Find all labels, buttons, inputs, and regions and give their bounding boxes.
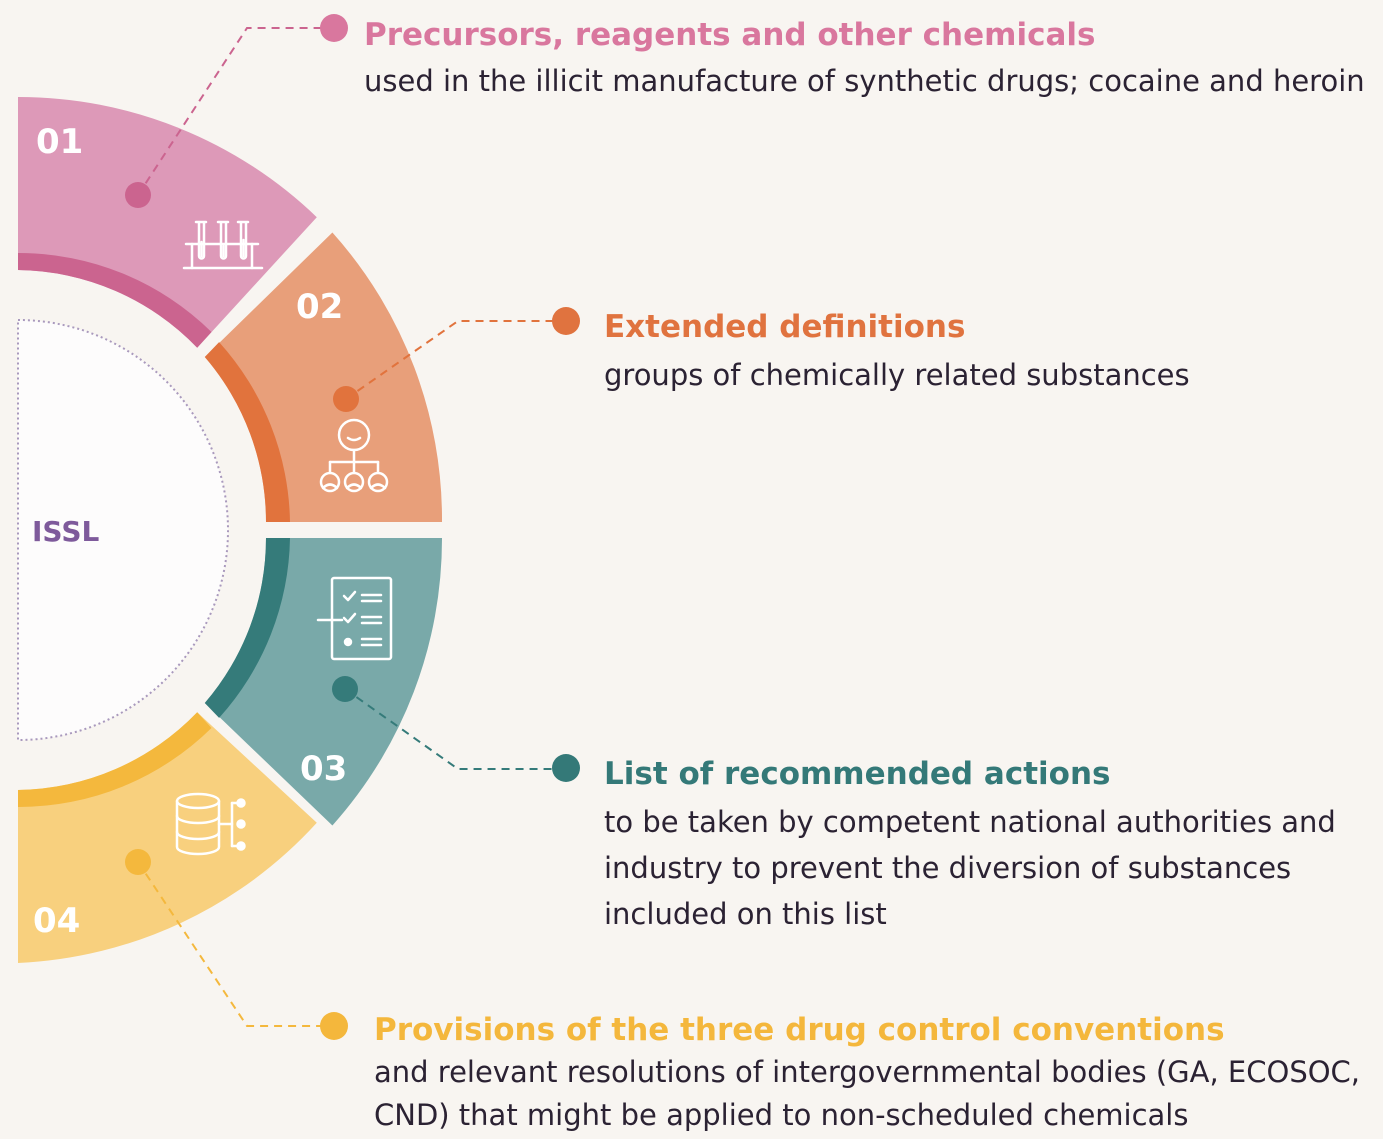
segment-01-number: 01 <box>36 122 83 162</box>
callout-02-description: groups of chemically related substances <box>604 358 1190 392</box>
segment-04-inner-band <box>18 712 212 808</box>
callout-04-description: and relevant resolutions of intergovernm… <box>374 1055 1361 1132</box>
callout-02-title: Extended definitions <box>604 309 966 345</box>
callout-01: Precursors, reagents and other chemicals… <box>364 16 1374 104</box>
connector-03 <box>344 688 566 770</box>
callout-04: Provisions of the three drug control con… <box>374 1011 1379 1137</box>
center-label: ISSL <box>32 515 99 548</box>
segment-03-inner-band <box>204 538 290 718</box>
segment-04-dot <box>125 849 151 875</box>
test-tubes-icon <box>182 220 264 270</box>
connector-01 <box>137 27 334 196</box>
connector-02 <box>345 320 566 400</box>
callout-01-dot <box>320 14 348 42</box>
callout-03-dot <box>552 754 580 782</box>
hierarchy-icon <box>319 418 389 493</box>
checklist-icon <box>316 576 393 661</box>
callout-02: Extended definitions groups of chemicall… <box>604 308 1304 398</box>
callout-01-title: Precursors, reagents and other chemicals <box>364 17 1096 53</box>
center-circle <box>17 318 229 742</box>
segment-01-inner-band <box>18 252 212 348</box>
segment-03-number: 03 <box>300 749 347 789</box>
segment-02-dot <box>333 386 359 412</box>
callout-04-dot <box>320 1012 348 1040</box>
segment-04-number: 04 <box>33 901 80 941</box>
segment-01-dot <box>125 182 151 208</box>
callout-03-title: List of recommended actions <box>604 756 1111 792</box>
segment-02-number: 02 <box>296 287 343 327</box>
segment-01-band <box>18 96 317 348</box>
callout-01-description: used in the illicit manufacture of synth… <box>364 64 1365 98</box>
connector-04 <box>137 861 334 1027</box>
callout-04-title: Provisions of the three drug control con… <box>374 1012 1225 1048</box>
segment-03-dot <box>332 676 358 702</box>
segment-04-band <box>18 712 317 963</box>
callout-03-description: to be taken by competent national author… <box>604 805 1336 931</box>
segment-02-inner-band <box>204 342 290 522</box>
callout-02-dot <box>552 307 580 335</box>
database-icon <box>175 792 246 856</box>
callout-03: List of recommended actions to be taken … <box>604 755 1349 937</box>
